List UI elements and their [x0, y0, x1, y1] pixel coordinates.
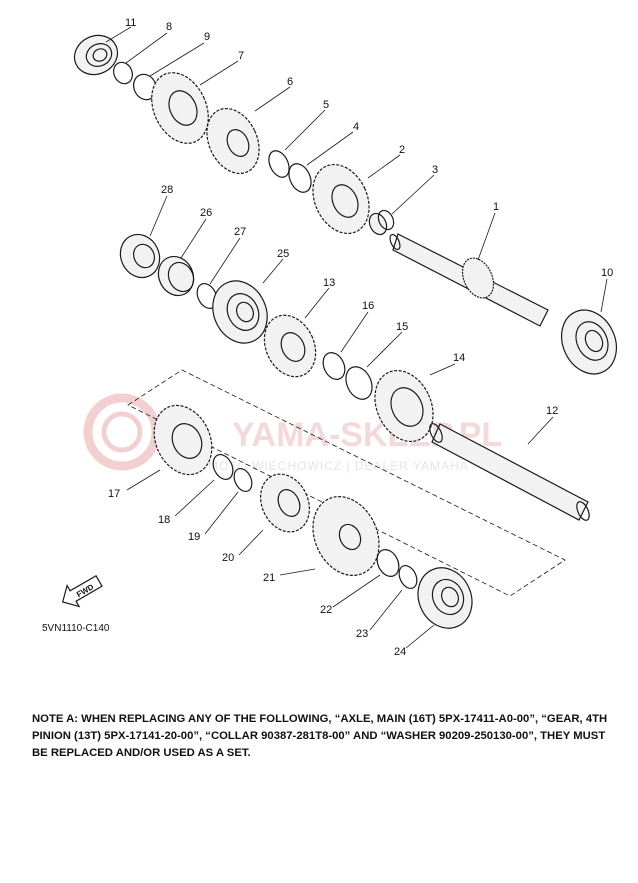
circlip-16 — [322, 352, 346, 380]
bearing-11 — [73, 34, 119, 76]
set-boundary-box — [127, 369, 566, 597]
label-20: 20 — [222, 552, 234, 564]
note-a: NOTE A: WHEN REPLACING ANY OF THE FOLLOW… — [32, 713, 608, 759]
bearing-10 — [561, 309, 617, 375]
label-22: 22 — [320, 604, 332, 616]
washer-15 — [345, 366, 373, 400]
label-17: 17 — [108, 488, 120, 500]
leader-lines — [105, 26, 608, 649]
fwd-arrow-icon: FWD — [61, 574, 103, 608]
label-24: 24 — [394, 646, 406, 658]
label-25: 25 — [277, 248, 289, 260]
gear-6 — [206, 107, 260, 175]
circlip-8 — [113, 61, 133, 85]
collar-3 — [368, 209, 395, 236]
label-7: 7 — [238, 50, 244, 62]
gear-21 — [312, 495, 380, 577]
collar-26 — [157, 255, 195, 297]
diagram-code: 5VN1110-C140 — [42, 623, 110, 634]
label-14: 14 — [453, 352, 465, 364]
label-3: 3 — [432, 164, 438, 176]
washer-18 — [212, 454, 234, 480]
label-12: 12 — [546, 405, 558, 417]
washer-4 — [288, 163, 312, 193]
transmission-exploded-diagram: YAMA-SKLEP.PL MOTO WIECHOWICZ | DEALER Y… — [42, 17, 617, 658]
label-6: 6 — [287, 76, 293, 88]
label-2: 2 — [399, 144, 405, 156]
circlip-23 — [398, 565, 418, 589]
gear-20 — [260, 473, 310, 533]
gear-7 — [151, 72, 209, 144]
gear-17 — [153, 404, 213, 476]
drive-axle-12 — [429, 423, 590, 521]
label-23: 23 — [356, 628, 368, 640]
main-axle-1 — [389, 233, 549, 327]
label-1: 1 — [493, 201, 499, 213]
circlip-19 — [233, 468, 253, 492]
part-labels: 11 8 9 7 6 5 4 2 3 1 10 28 26 27 25 13 1… — [108, 17, 613, 658]
label-28: 28 — [161, 184, 173, 196]
gear-13 — [263, 314, 317, 378]
label-16: 16 — [362, 300, 374, 312]
oil-seal-28 — [119, 233, 161, 279]
bearing-24 — [417, 567, 473, 629]
label-9: 9 — [204, 31, 210, 43]
washer-22 — [376, 549, 400, 577]
gear-2 — [312, 163, 370, 235]
label-21: 21 — [263, 572, 275, 584]
label-18: 18 — [158, 514, 170, 526]
label-15: 15 — [396, 321, 408, 333]
label-8: 8 — [166, 21, 172, 33]
label-13: 13 — [323, 277, 335, 289]
label-27: 27 — [234, 226, 246, 238]
label-5: 5 — [323, 99, 329, 111]
washer-9 — [133, 73, 157, 101]
circlip-5 — [268, 150, 290, 178]
label-4: 4 — [353, 121, 359, 133]
label-10: 10 — [601, 267, 613, 279]
label-26: 26 — [200, 207, 212, 219]
gear-14 — [374, 369, 434, 443]
bearing-25 — [212, 280, 268, 344]
label-11: 11 — [125, 17, 136, 29]
label-19: 19 — [188, 531, 200, 543]
watermark-subtitle: MOTO WIECHOWICZ | DEALER YAMAHA — [208, 459, 469, 473]
